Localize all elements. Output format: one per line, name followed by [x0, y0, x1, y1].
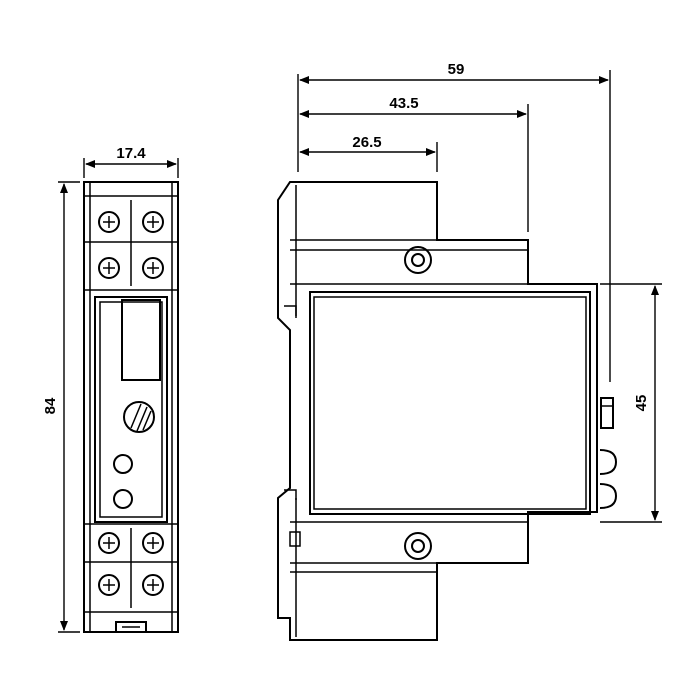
side-window-height-label: 45: [633, 395, 650, 412]
side-window: [309, 291, 591, 515]
front-width-label: 17.4: [116, 145, 146, 162]
terminal-screw-icon: [98, 532, 120, 554]
side-screw-icon: [404, 246, 432, 274]
dimension-side-depth-mid: 43.5: [299, 95, 529, 232]
terminal-screw-icon: [142, 211, 164, 233]
dimension-front-width: 17.4: [83, 145, 179, 178]
led-indicator-icon: [113, 489, 133, 509]
side-body-outline: [277, 181, 598, 641]
side-knob-icon: [599, 483, 618, 509]
terminal-screw-icon: [98, 257, 120, 279]
side-mid-depth-label: 43.5: [389, 95, 418, 112]
adjustment-knob-icon: [123, 401, 155, 433]
din-clip: [115, 621, 147, 632]
side-clip: [600, 397, 614, 429]
terminal-screw-icon: [142, 257, 164, 279]
front-panel: [94, 296, 168, 523]
dimension-side-depth-front: 26.5: [299, 134, 438, 172]
bottom-terminal-block: [84, 523, 178, 632]
side-view: [277, 181, 618, 641]
terminal-screw-icon: [98, 574, 120, 596]
label-window: [121, 299, 161, 381]
front-view: [83, 181, 179, 633]
side-total-depth-label: 59: [448, 61, 465, 78]
dimension-front-height: 84: [42, 181, 80, 633]
side-knob-icon: [599, 449, 618, 475]
side-front-depth-label: 26.5: [352, 134, 381, 151]
dimension-side-window-height: 45: [600, 283, 662, 523]
terminal-screw-icon: [98, 211, 120, 233]
terminal-screw-icon: [142, 574, 164, 596]
dimension-side-depth-total: 59: [297, 61, 611, 382]
side-screw-icon: [404, 532, 432, 560]
front-body-outline: [83, 181, 179, 633]
terminal-screw-icon: [142, 532, 164, 554]
top-terminal-block: [84, 195, 178, 291]
front-height-label: 84: [42, 397, 59, 414]
led-indicator-icon: [113, 454, 133, 474]
